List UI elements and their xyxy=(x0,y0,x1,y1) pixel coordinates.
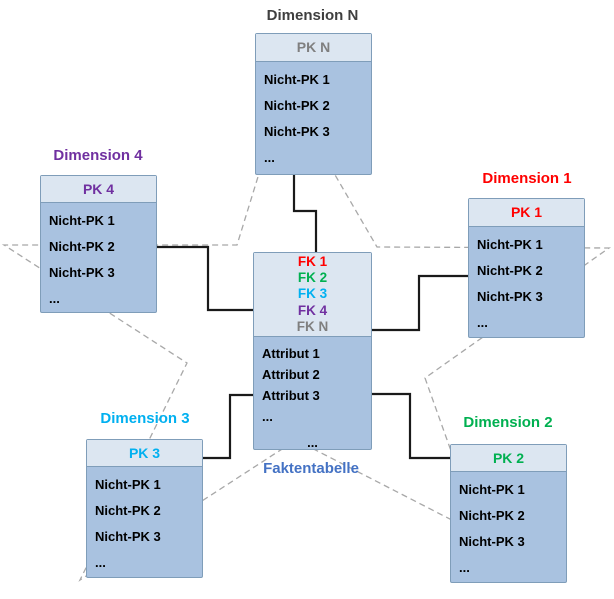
table-row: Attribut 3 xyxy=(262,387,320,403)
dimension-2-body: Nicht-PK 1 Nicht-PK 2 Nicht-PK 3 ... xyxy=(451,472,566,581)
table-row: ... xyxy=(49,291,60,306)
dimension-2-table: PK 2 Nicht-PK 1 Nicht-PK 2 Nicht-PK 3 ..… xyxy=(450,444,567,583)
table-row: ... xyxy=(459,560,470,575)
fk-row: FK N xyxy=(296,318,329,334)
table-row: ... xyxy=(262,408,273,424)
fk-row: FK 3 xyxy=(297,286,328,302)
fact-table-label: Faktentabelle xyxy=(263,460,359,477)
table-row: Nicht-PK 3 xyxy=(49,265,115,280)
fk-row: FK 4 xyxy=(297,302,328,318)
connector-dimension-3 xyxy=(203,393,253,460)
dimension-n-pk-header: PK N xyxy=(256,34,371,62)
dimension-1-table: PK 1 Nicht-PK 1 Nicht-PK 2 Nicht-PK 3 ..… xyxy=(468,198,585,338)
dimension-4-body: Nicht-PK 1 Nicht-PK 2 Nicht-PK 3 ... xyxy=(41,203,156,312)
dimension-n-body: Nicht-PK 1 Nicht-PK 2 Nicht-PK 3 ... xyxy=(256,62,371,171)
connector-dimension-n xyxy=(292,175,318,252)
table-row: Nicht-PK 3 xyxy=(459,534,525,549)
table-row: Nicht-PK 2 xyxy=(49,239,115,254)
connector-dimension-2 xyxy=(372,392,450,460)
fk-row: FK 1 xyxy=(297,254,328,269)
table-row: ... xyxy=(477,315,488,330)
fact-table-body: Attribut 1 Attribut 2 Attribut 3 ... ... xyxy=(254,337,371,450)
table-row: Nicht-PK 1 xyxy=(49,213,115,228)
dimension-4-title: Dimension 4 xyxy=(53,147,143,164)
table-row: Nicht-PK 2 xyxy=(95,503,161,518)
fact-more-row: ... xyxy=(307,434,318,450)
table-row: Nicht-PK 3 xyxy=(264,124,330,139)
table-row: Nicht-PK 1 xyxy=(264,72,330,87)
table-row: Nicht-PK 1 xyxy=(477,237,543,252)
dimension-4-pk-header: PK 4 xyxy=(41,176,156,203)
table-row: Nicht-PK 1 xyxy=(459,482,525,497)
table-row: Nicht-PK 2 xyxy=(477,263,543,278)
fact-table-fk-header: FK 1 FK 2 FK 3 FK 4 FK N xyxy=(254,253,371,337)
dimension-1-body: Nicht-PK 1 Nicht-PK 2 Nicht-PK 3 ... xyxy=(469,227,584,336)
connector-dimension-1 xyxy=(372,274,468,332)
table-row: Nicht-PK 1 xyxy=(95,477,161,492)
dimension-n-table: PK N Nicht-PK 1 Nicht-PK 2 Nicht-PK 3 ..… xyxy=(255,33,372,175)
dimension-2-pk-header: PK 2 xyxy=(451,445,566,472)
dimension-3-table: PK 3 Nicht-PK 1 Nicht-PK 2 Nicht-PK 3 ..… xyxy=(86,439,203,578)
table-row: Nicht-PK 2 xyxy=(459,508,525,523)
fact-table: FK 1 FK 2 FK 3 FK 4 FK N Attribut 1 Attr… xyxy=(253,252,372,450)
dimension-2-title: Dimension 2 xyxy=(463,414,553,431)
table-row: Nicht-PK 2 xyxy=(264,98,330,113)
table-row: Attribut 2 xyxy=(262,366,320,382)
dimension-1-title: Dimension 1 xyxy=(482,170,572,187)
dimension-3-pk-header: PK 3 xyxy=(87,440,202,467)
connector-dimension-4 xyxy=(157,245,253,312)
fk-row: FK 2 xyxy=(297,270,328,286)
dimension-n-title: Dimension N xyxy=(266,7,359,24)
table-row: Nicht-PK 3 xyxy=(477,289,543,304)
dimension-1-pk-header: PK 1 xyxy=(469,199,584,227)
dimension-4-table: PK 4 Nicht-PK 1 Nicht-PK 2 Nicht-PK 3 ..… xyxy=(40,175,157,313)
table-row: ... xyxy=(95,555,106,570)
dimension-3-title: Dimension 3 xyxy=(100,410,190,427)
dimension-3-body: Nicht-PK 1 Nicht-PK 2 Nicht-PK 3 ... xyxy=(87,467,202,576)
table-row: ... xyxy=(264,150,275,165)
table-row: Nicht-PK 3 xyxy=(95,529,161,544)
table-row: Attribut 1 xyxy=(262,345,320,361)
